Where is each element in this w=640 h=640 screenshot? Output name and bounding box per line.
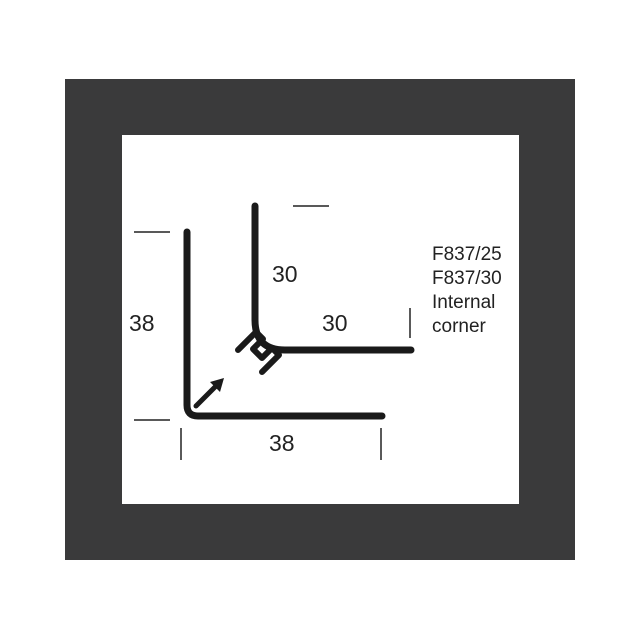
clip-arrow-head bbox=[210, 378, 224, 392]
spec-line: corner bbox=[432, 316, 486, 337]
inner-width-label: 30 bbox=[322, 310, 348, 336]
spec-line: Internal bbox=[432, 292, 496, 313]
inner-clip-hook bbox=[235, 329, 282, 375]
product-spec: F837/25 F837/30 Internal corner bbox=[432, 243, 502, 339]
outer-profile bbox=[183, 228, 386, 420]
clip-arrow-shaft bbox=[193, 381, 221, 409]
spec-line: F837/25 bbox=[432, 244, 502, 265]
spec-line: F837/30 bbox=[432, 268, 502, 289]
outer-width-label: 38 bbox=[269, 430, 295, 456]
inner-height-label: 30 bbox=[272, 261, 298, 287]
outer-height-label: 38 bbox=[129, 310, 155, 336]
